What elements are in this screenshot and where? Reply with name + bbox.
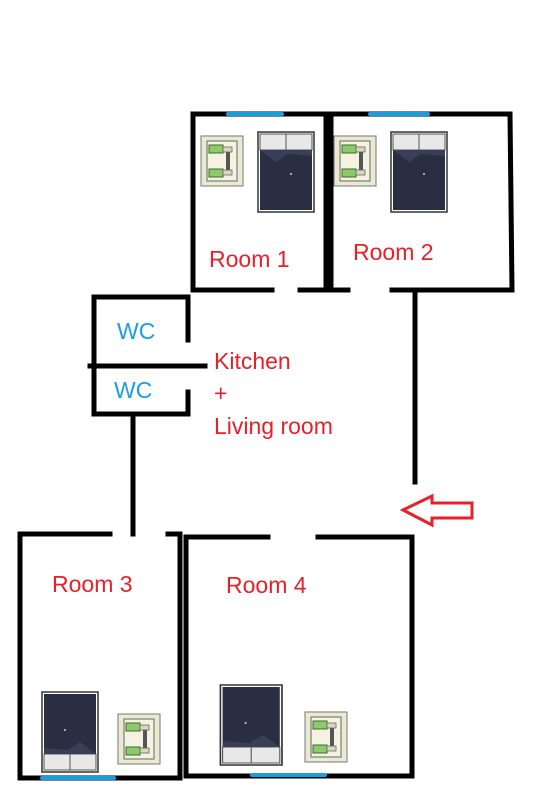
wc-upper-label: WC	[117, 318, 156, 344]
entrance-arrow-icon	[399, 493, 474, 528]
room2-furniture	[333, 131, 448, 213]
room3-label: Room 3	[52, 571, 133, 597]
bed-icon	[257, 131, 315, 213]
room1-furniture	[200, 131, 315, 213]
bed-icon	[390, 131, 448, 213]
room4-furniture	[219, 684, 348, 766]
living-label-line1: Kitchen	[214, 348, 291, 374]
living-label-line2: +	[214, 380, 228, 406]
armchair-icon	[333, 135, 377, 187]
wc-lower-label: WC	[114, 377, 153, 403]
room3-furniture	[41, 691, 161, 773]
walls	[17, 111, 515, 781]
room2-label: Room 2	[353, 239, 434, 265]
living-label-line3: Living room	[214, 413, 333, 439]
room4-label: Room 4	[226, 572, 307, 598]
room1-label: Room 1	[209, 246, 290, 272]
windows	[40, 112, 430, 780]
armchair-icon	[200, 135, 244, 187]
armchair-icon	[304, 711, 348, 763]
bed-icon	[41, 691, 99, 773]
room2-wall-right	[507, 111, 515, 293]
bed-icon	[219, 684, 283, 766]
armchair-icon	[117, 713, 161, 765]
